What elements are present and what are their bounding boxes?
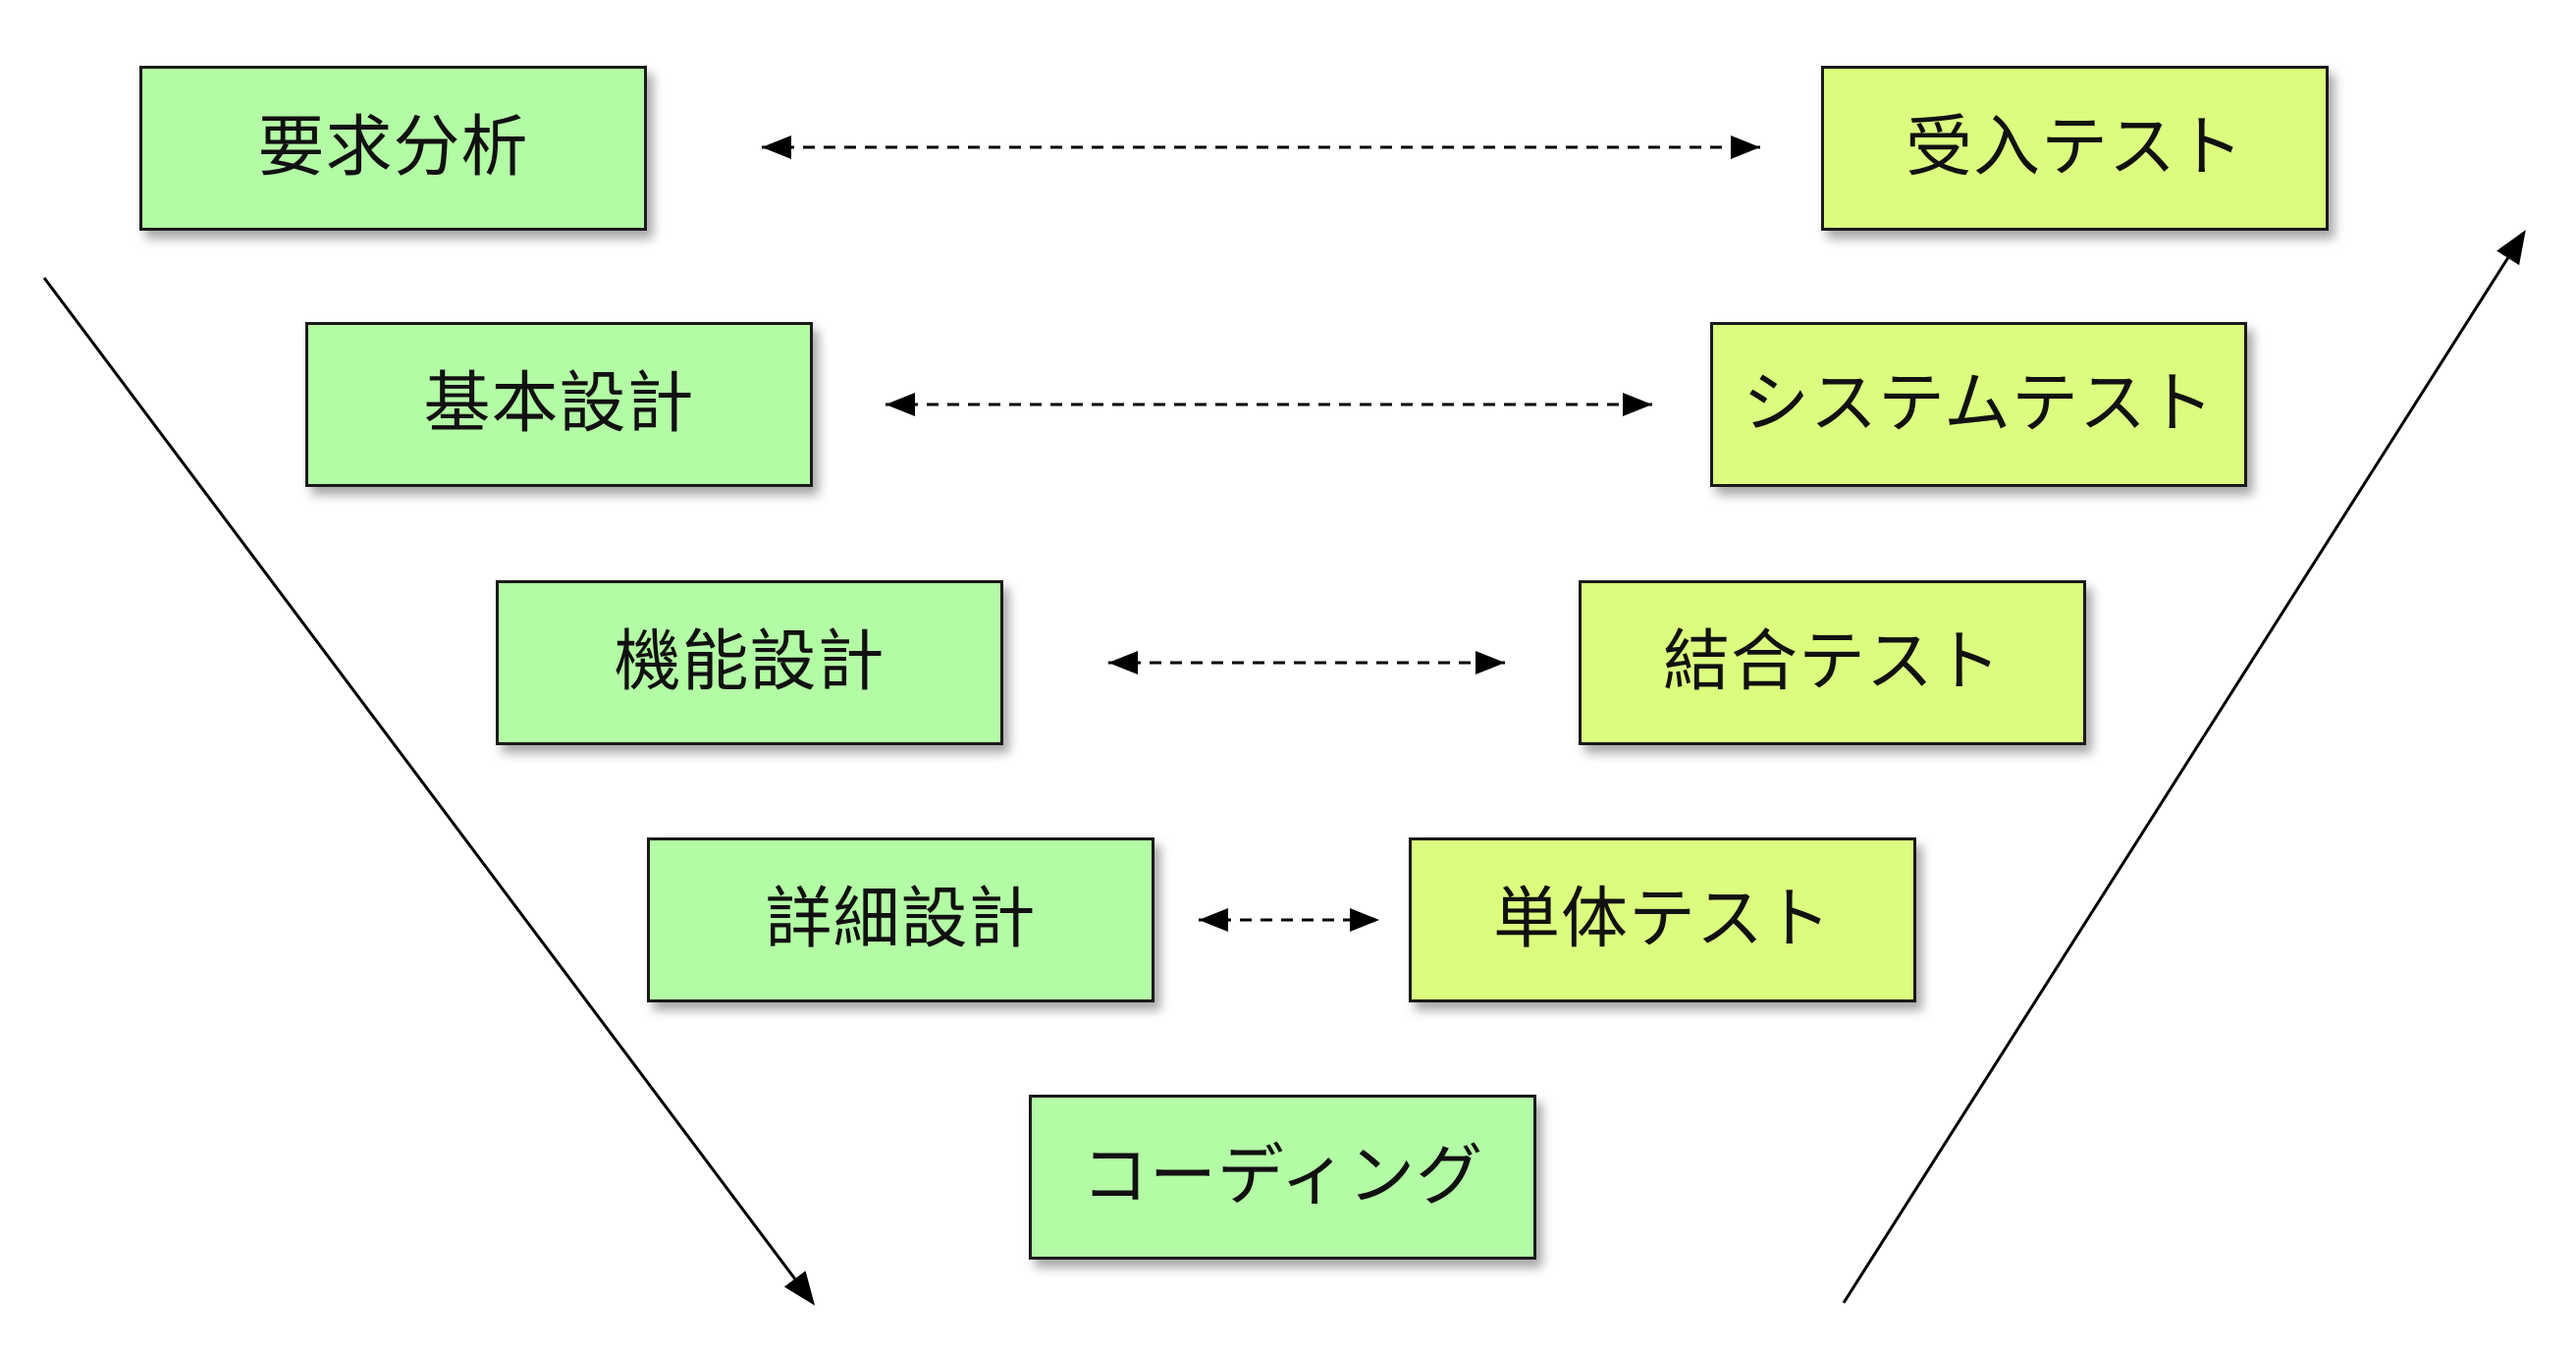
phase-label: 受入テスト [1905, 108, 2244, 187]
phase-label: 要求分析 [257, 108, 529, 187]
arrowhead-right [1476, 651, 1505, 674]
phase-label: 詳細設計 [765, 880, 1037, 958]
arrowhead-left [886, 393, 915, 416]
phase-label: 結合テスト [1662, 622, 2002, 701]
phase-label: コーディング [1081, 1137, 1484, 1215]
phase-box-integration-test: 結合テスト [1579, 580, 2086, 745]
arrowhead-right [1350, 908, 1379, 932]
phase-label: 基本設計 [423, 364, 695, 443]
phase-box-basic-design: 基本設計 [305, 322, 813, 487]
arrowhead-right [1623, 393, 1652, 416]
phase-box-unit-test: 単体テスト [1409, 837, 1916, 1002]
arrowhead-right [1731, 135, 1760, 159]
phase-box-functional-design: 機能設計 [496, 580, 1003, 745]
phase-label: 単体テスト [1492, 880, 1832, 958]
descending-flow-arrow [42, 277, 816, 1306]
arrowhead-left [1199, 908, 1228, 932]
phase-box-detailed-design: 詳細設計 [647, 837, 1154, 1002]
phase-box-coding: コーディング [1029, 1095, 1536, 1260]
phase-box-requirements-analysis: 要求分析 [139, 66, 647, 231]
arrowhead-left [762, 135, 791, 159]
phase-box-acceptance-test: 受入テスト [1821, 66, 2329, 231]
phase-label: システムテスト [1743, 364, 2215, 443]
phase-label: 機能設計 [614, 622, 886, 701]
arrowhead-left [1108, 651, 1138, 674]
phase-box-system-test: システムテスト [1710, 322, 2247, 487]
ascending-flow-arrow [1842, 230, 2526, 1304]
